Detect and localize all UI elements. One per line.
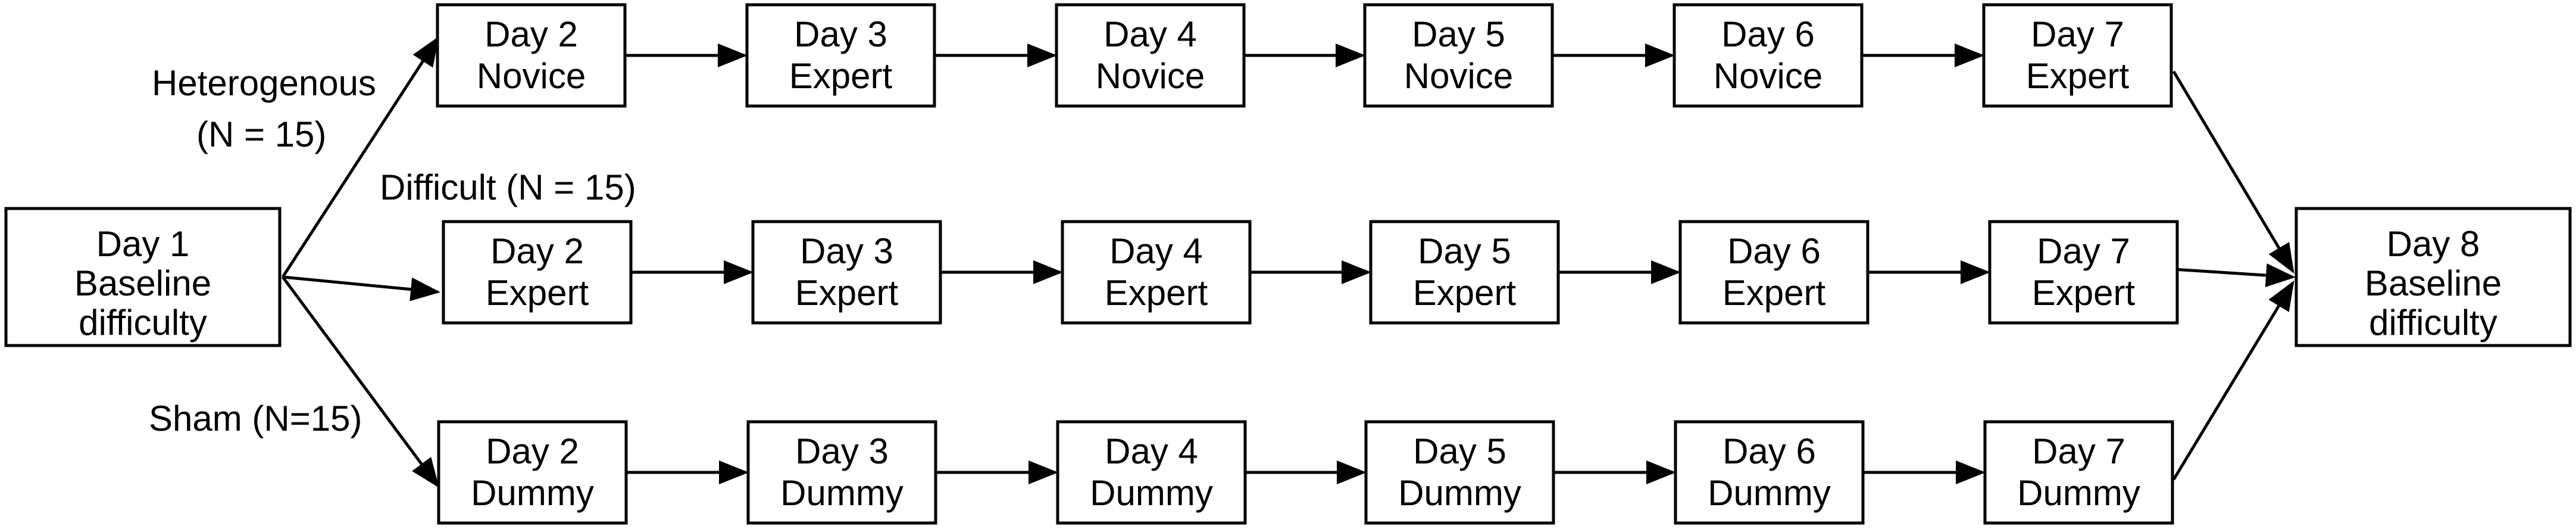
level-label: Dummy <box>1398 473 1521 513</box>
start-line-1: Day 1 <box>96 224 190 264</box>
day-label: Day 3 <box>800 231 893 271</box>
start-line-3: difficulty <box>79 303 207 343</box>
level-label: Novice <box>1714 56 1822 96</box>
arrow-start-to-difficult <box>282 275 440 301</box>
day-8-baseline-box: Day 8 Baseline difficulty <box>2294 207 2572 347</box>
day-label: Day 4 <box>1105 431 1198 471</box>
level-label: Dummy <box>780 473 904 513</box>
day-label: Day 2 <box>490 231 584 271</box>
end-line-3: difficulty <box>2369 303 2497 343</box>
day-1-baseline-box: Day 1 Baseline difficulty <box>4 207 282 347</box>
level-label: Dummy <box>1090 473 1213 513</box>
arrow-heterogenous-to-end <box>2172 70 2294 274</box>
label-heterogenous: Heterogenous <box>152 63 376 103</box>
day-label: Day 5 <box>1413 431 1506 471</box>
level-label: Dummy <box>2017 473 2140 513</box>
end-line-2: Baseline <box>2365 263 2502 303</box>
end-line-1: Day 8 <box>2387 224 2480 264</box>
start-line-2: Baseline <box>74 263 211 303</box>
day-label: Day 6 <box>1721 14 1815 54</box>
day-label: Day 3 <box>794 14 887 54</box>
label-difficult: Difficult (N = 15) <box>380 167 636 207</box>
level-label: Expert <box>1413 273 1517 313</box>
level-label: Expert <box>795 273 899 313</box>
level-label: Novice <box>477 56 586 96</box>
level-label: Expert <box>2026 56 2130 96</box>
level-label: Dummy <box>1708 473 1831 513</box>
merge-arrows <box>2172 70 2296 481</box>
label-sham: Sham (N=15) <box>149 399 362 438</box>
day-label: Day 5 <box>1412 14 1505 54</box>
day-label: Day 2 <box>484 14 578 54</box>
arrow-start-to-heterogenous <box>281 36 439 278</box>
day-label: Day 7 <box>2032 431 2125 471</box>
day-label: Day 4 <box>1103 14 1197 54</box>
day-label: Day 3 <box>795 431 889 471</box>
day-label: Day 2 <box>486 431 579 471</box>
level-label: Novice <box>1404 56 1513 96</box>
day-label: Day 6 <box>1727 231 1821 271</box>
arrow-sham-to-end <box>2172 280 2294 481</box>
day-label: Day 5 <box>1418 231 1511 271</box>
level-label: Expert <box>1105 273 1208 313</box>
level-label: Dummy <box>471 473 594 513</box>
level-label: Expert <box>2032 273 2136 313</box>
day-label: Day 6 <box>1722 431 1816 471</box>
label-heterogenous-n: (N = 15) <box>196 114 326 154</box>
level-label: Novice <box>1096 56 1205 96</box>
day-label: Day 7 <box>2031 14 2124 54</box>
day-label: Day 4 <box>1109 231 1203 271</box>
arrow-start-to-sham <box>281 276 439 488</box>
level-label: Expert <box>486 273 589 313</box>
level-label: Expert <box>789 56 893 96</box>
branch-arrows <box>281 36 440 488</box>
level-label: Expert <box>1722 273 1826 313</box>
day-label: Day 7 <box>2037 231 2130 271</box>
arrow-difficult-to-end <box>2173 263 2296 288</box>
